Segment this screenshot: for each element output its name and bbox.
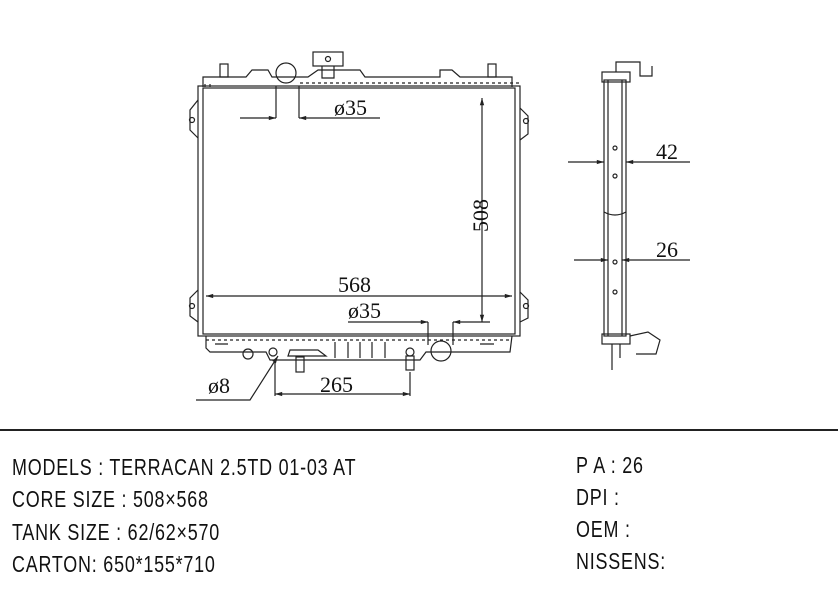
spec-tank-size: TANK SIZE : 62/62×570 bbox=[12, 519, 221, 545]
dim-total-depth: 42 bbox=[656, 139, 678, 164]
top-inlet-pipe bbox=[275, 62, 297, 84]
spec-pa: P A : 26 bbox=[576, 452, 644, 478]
filler-cap bbox=[312, 51, 344, 67]
front-view bbox=[188, 51, 530, 373]
spec-carton: CARTON: 650*155*710 bbox=[12, 551, 216, 577]
side-view: 42 26 bbox=[568, 61, 690, 370]
dim-core-depth: 26 bbox=[656, 237, 678, 262]
spec-core-size: CORE SIZE : 508×568 bbox=[12, 486, 209, 512]
dimensions: ø35 508 568 ø35 ø8 265 bbox=[196, 86, 512, 401]
spec-oem: OEM : bbox=[576, 516, 631, 542]
bottom-outlet-pipe bbox=[430, 340, 452, 362]
dim-drain: ø8 bbox=[208, 373, 230, 398]
radiator-drawing: ø35 508 568 ø35 ø8 265 42 26 bbox=[188, 51, 690, 401]
spec-models: MODELS : TERRACAN 2.5TD 01-03 AT bbox=[12, 454, 357, 480]
divider bbox=[0, 429, 838, 431]
spec-dpi: DPI : bbox=[576, 484, 620, 510]
dim-mount-spacing: 265 bbox=[320, 372, 353, 397]
dim-core-width: 568 bbox=[338, 272, 371, 297]
drain-plug bbox=[268, 347, 278, 357]
dim-top-pipe: ø35 bbox=[334, 95, 367, 120]
dim-bottom-pipe: ø35 bbox=[348, 298, 381, 323]
spec-nissens: NISSENS: bbox=[576, 548, 666, 574]
dim-core-height: 508 bbox=[468, 199, 493, 232]
